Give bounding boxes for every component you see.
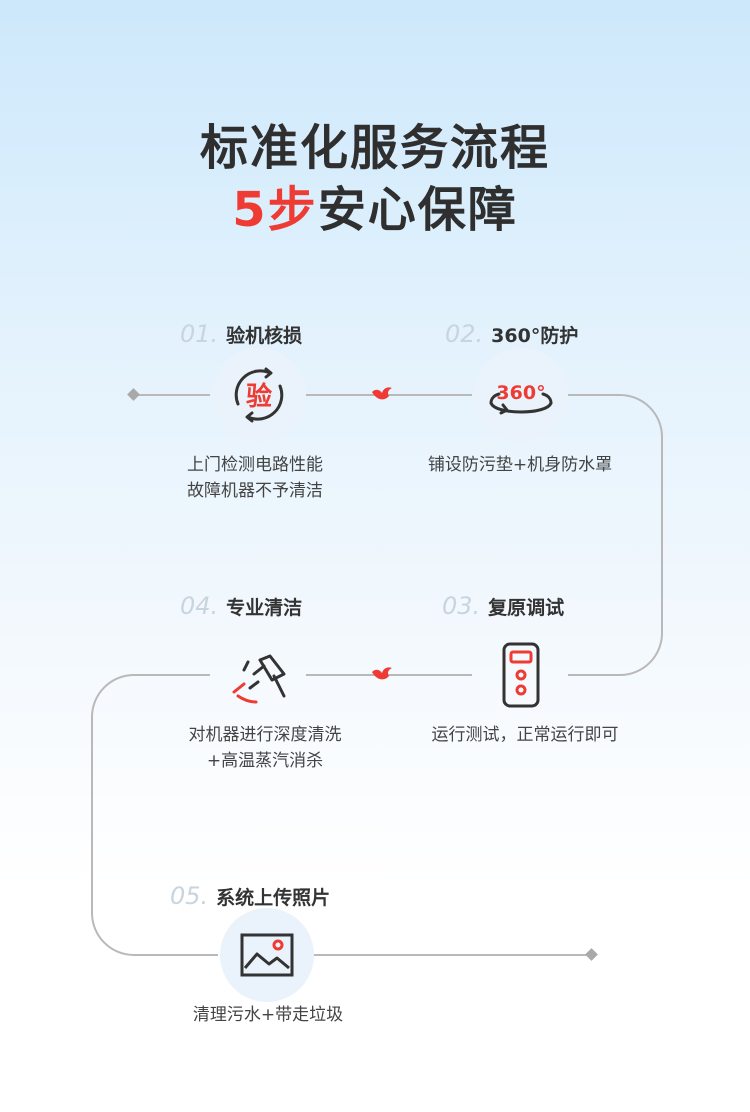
step-5-description: 清理污水+带走垃圾	[170, 1002, 366, 1028]
step-number: 04.	[180, 592, 219, 620]
spray-clean-icon	[212, 628, 306, 722]
step-number: 05.	[170, 882, 209, 910]
step-5-heading: 05. 系统上传照片	[170, 882, 330, 910]
step-1-description: 上门检测电路性能 故障机器不予清洁	[160, 452, 350, 504]
step-number: 01.	[180, 320, 219, 348]
step-3-heading: 03. 复原调试	[442, 592, 564, 620]
title-line-2: 5步安心保障	[0, 170, 750, 240]
line-start-diamond	[127, 388, 140, 401]
inspect-icon: 验	[212, 348, 306, 442]
line-end-diamond	[585, 948, 598, 961]
step-label: 验机核损	[226, 325, 303, 347]
step-4-description: 对机器进行深度清洗 +高温蒸汽消杀	[160, 722, 370, 774]
bird-icon-1	[372, 387, 392, 400]
step-2-description: 铺设防污垫+机身防水罩	[410, 452, 630, 478]
remote-control-icon	[474, 628, 568, 722]
step-2-heading: 02. 360°防护	[445, 320, 578, 348]
title-line-1: 标准化服务流程	[199, 120, 550, 176]
desc-line: 对机器进行深度清洗	[188, 725, 342, 745]
title-accent: 5步	[232, 182, 318, 238]
desc-line: +高温蒸汽消杀	[206, 751, 324, 771]
desc-line: 故障机器不予清洁	[187, 481, 323, 501]
step-4-heading: 04. 专业清洁	[180, 592, 302, 620]
step-label: 系统上传照片	[216, 887, 331, 909]
step-label: 360°防护	[491, 325, 579, 347]
photo-icon	[220, 908, 314, 1002]
title-rest: 安心保障	[317, 182, 518, 238]
desc-line: 运行测试，正常运行即可	[431, 725, 619, 745]
step-3-description: 运行测试，正常运行即可	[410, 722, 640, 748]
desc-line: 铺设防污垫+机身防水罩	[427, 455, 613, 475]
step-label: 复原调试	[488, 597, 565, 619]
step-label: 专业清洁	[226, 597, 303, 619]
desc-line: 清理污水+带走垃圾	[192, 1005, 344, 1025]
step-number: 03.	[442, 592, 481, 620]
step-number: 02.	[445, 320, 484, 348]
desc-line: 上门检测电路性能	[187, 455, 323, 475]
360-protect-icon: 360°	[474, 348, 568, 442]
bird-icon-2	[372, 667, 392, 680]
svg-text:360°: 360°	[496, 382, 545, 404]
svg-text:验: 验	[246, 381, 272, 412]
step-1-heading: 01. 验机核损	[180, 320, 302, 348]
